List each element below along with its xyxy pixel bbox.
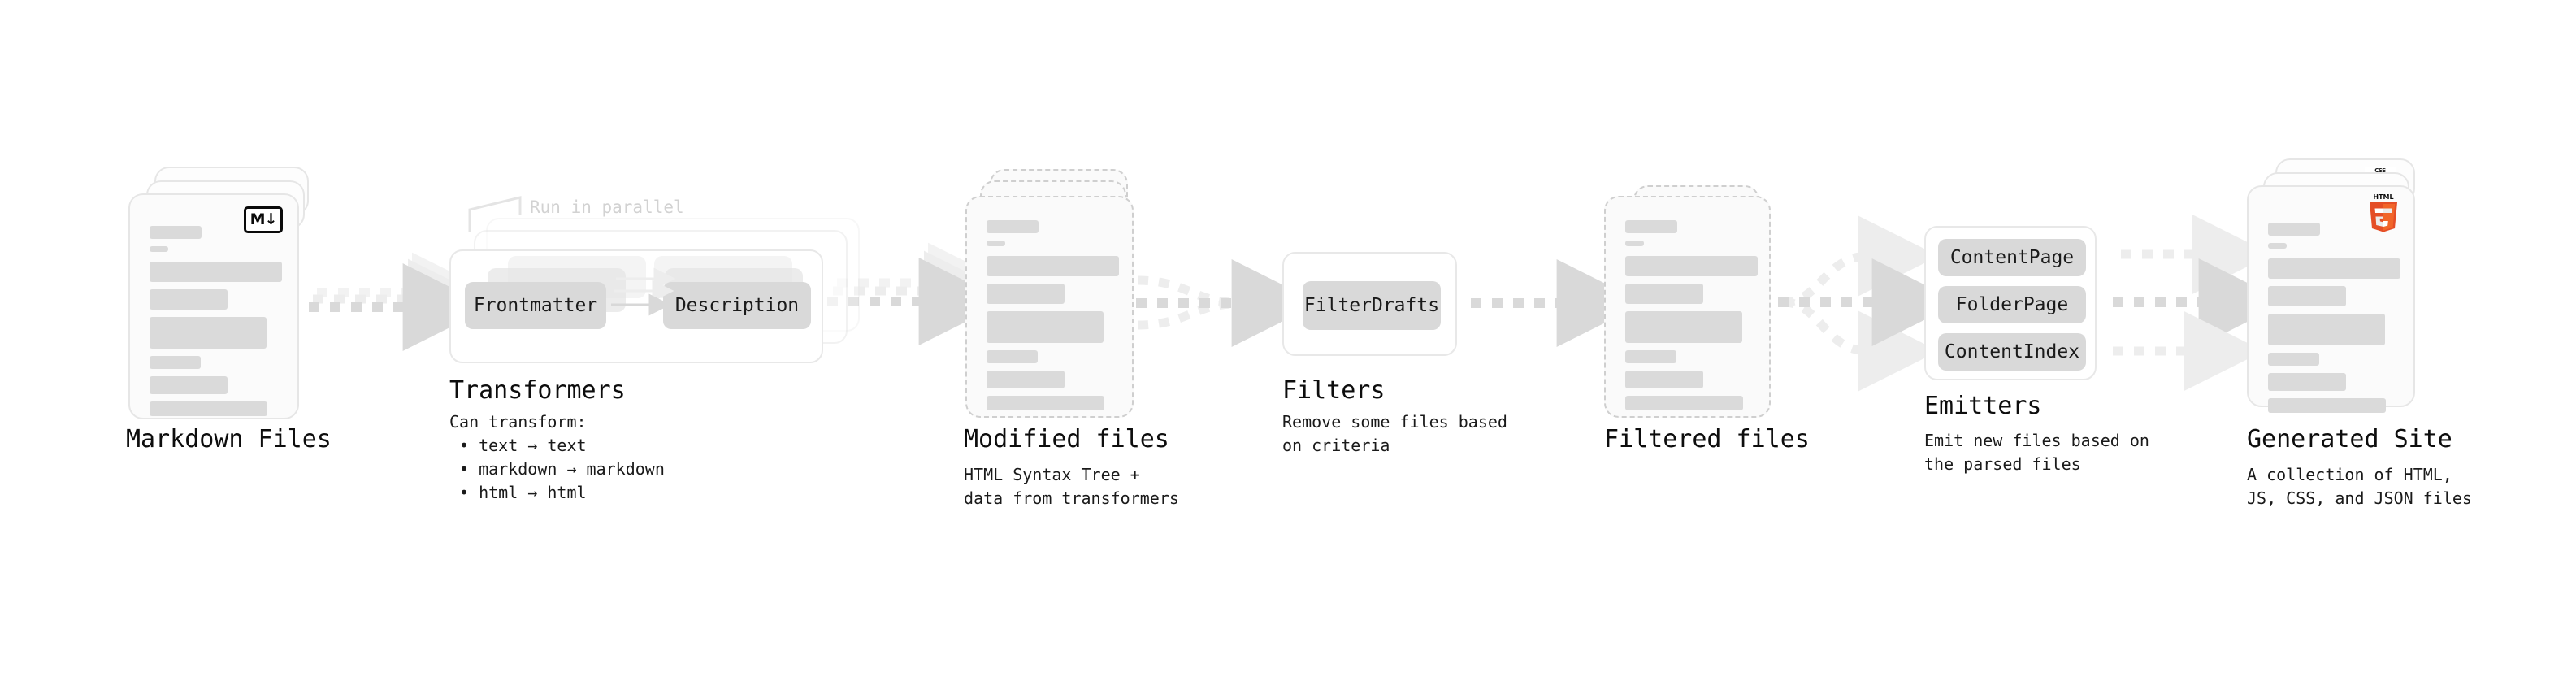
transformer-chip-frontmatter-label: Frontmatter bbox=[473, 295, 598, 316]
filtered-files-title: Filtered files bbox=[1604, 425, 1810, 453]
connector-filtered-to-emitters bbox=[1778, 215, 1960, 392]
transformers-subtitle: Can transform: bbox=[449, 412, 587, 432]
transformer-chip-description-label: Description bbox=[674, 295, 800, 316]
emitters-title: Emitters bbox=[1924, 392, 2042, 420]
svg-text:HTML: HTML bbox=[2373, 193, 2393, 201]
filters-group: FilterDrafts bbox=[1282, 252, 1457, 356]
html5-icon-glyph: HTML bbox=[2370, 193, 2397, 232]
connector-markdown-to-transformers bbox=[309, 252, 492, 351]
modified-card-lines bbox=[987, 220, 1119, 418]
connector-modified-to-filters bbox=[1136, 259, 1320, 347]
emitters-subtitle: Emit new files based on the parsed files bbox=[1924, 431, 2149, 474]
generated-card-front: HTML bbox=[2247, 185, 2415, 413]
emitters-group: ContentPage FolderPage ContentIndex bbox=[1924, 226, 2097, 380]
html5-icon: HTML bbox=[2365, 192, 2402, 234]
transformers-bullet-1: • markdown → markdown bbox=[459, 459, 665, 479]
transformers-bullet-0: • text → text bbox=[459, 436, 587, 455]
emitter-chip-contentpage[interactable]: ContentPage bbox=[1938, 239, 2086, 276]
generated-card-lines bbox=[2268, 223, 2400, 420]
generated-site-title: Generated Site bbox=[2247, 425, 2452, 453]
filters-subtitle: Remove some files based on criteria bbox=[1282, 412, 1507, 455]
transformer-chip-frontmatter[interactable]: Frontmatter bbox=[465, 282, 606, 329]
filtered-card-front bbox=[1604, 196, 1771, 418]
connector-emitters-to-site bbox=[2113, 214, 2287, 392]
modified-card-front bbox=[965, 196, 1134, 418]
run-in-parallel-note: Run in parallel bbox=[530, 197, 684, 217]
emitter-chip-folderpage[interactable]: FolderPage bbox=[1938, 286, 2086, 323]
modified-files-title: Modified files bbox=[964, 425, 1169, 453]
markdown-icon: M↓ bbox=[244, 206, 283, 233]
transformers-title: Transformers bbox=[449, 376, 626, 405]
filter-chip-filterdrafts[interactable]: FilterDrafts bbox=[1303, 281, 1441, 330]
transformers-bullet-2: • html → html bbox=[459, 483, 587, 502]
transformer-chip-description[interactable]: Description bbox=[663, 282, 811, 329]
emitter-chip-contentindex-label: ContentIndex bbox=[1944, 341, 2080, 362]
modified-files-subtitle: HTML Syntax Tree + data from transformer… bbox=[964, 465, 1179, 508]
filtered-card-lines bbox=[1625, 220, 1758, 418]
filter-chip-filterdrafts-label: FilterDrafts bbox=[1303, 295, 1440, 316]
markdown-files-title: Markdown Files bbox=[126, 425, 332, 453]
emitter-chip-folderpage-label: FolderPage bbox=[1955, 294, 2069, 315]
markdown-card-front: M↓ bbox=[128, 193, 299, 419]
generated-site-subtitle: A collection of HTML, JS, CSS, and JSON … bbox=[2247, 465, 2472, 508]
filters-title: Filters bbox=[1282, 376, 1386, 405]
markdown-card-lines bbox=[150, 226, 282, 423]
emitter-chip-contentindex[interactable]: ContentIndex bbox=[1938, 333, 2086, 371]
emitter-chip-contentpage-label: ContentPage bbox=[1949, 247, 2075, 268]
